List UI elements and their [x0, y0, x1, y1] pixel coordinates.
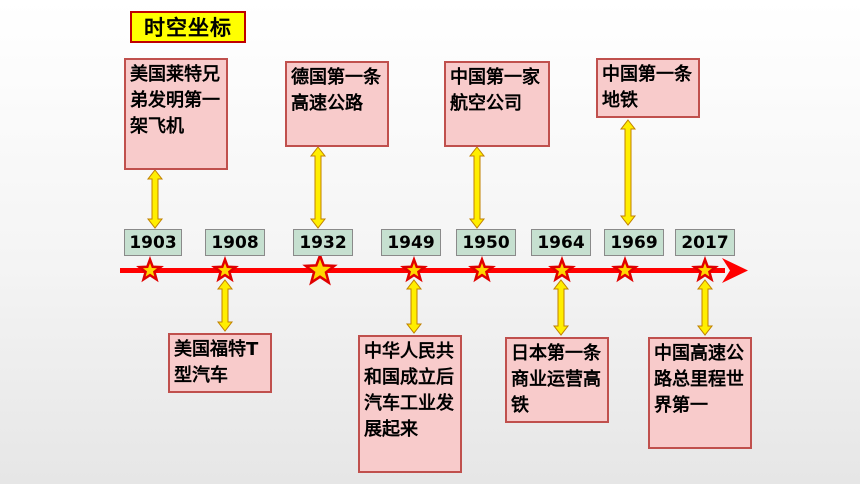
event-1950: 中国第一家航空公司	[444, 61, 550, 147]
event-1969: 中国第一条地铁	[596, 58, 700, 118]
year-label: 1949	[381, 229, 441, 256]
event-1964: 日本第一条商业运营高铁	[505, 337, 609, 423]
year-label: 1950	[456, 229, 516, 256]
year-label: 2017	[675, 229, 735, 256]
connector-arrow-1969	[619, 119, 637, 226]
year-label: 1964	[531, 229, 591, 256]
timeline-star-1908	[211, 255, 239, 283]
connector-arrow-1964	[552, 279, 570, 336]
timeline-star-1950	[468, 255, 496, 283]
year-label: 1932	[293, 229, 353, 256]
timeline-star-1949	[400, 255, 428, 283]
year-label: 1903	[124, 229, 182, 256]
timeline-arrow	[120, 258, 748, 283]
connector-arrow-1949	[405, 279, 423, 334]
connector-arrow-2017	[696, 279, 714, 336]
timeline-star-2017	[691, 255, 719, 283]
timeline-star-1903	[136, 255, 164, 283]
connector-arrow-1908	[216, 279, 234, 332]
section-title: 时空坐标	[130, 11, 246, 43]
event-1932: 德国第一条高速公路	[285, 61, 389, 147]
connector-arrow-1903	[146, 169, 164, 229]
event-1908: 美国福特T型汽车	[168, 333, 272, 393]
connector-arrow-1932	[309, 146, 327, 229]
event-2017: 中国高速公路总里程世界第一	[648, 337, 752, 449]
timeline-star-1932	[302, 251, 338, 286]
timeline-star-1969	[611, 255, 639, 283]
event-1903: 美国莱特兄弟发明第一架飞机	[124, 58, 228, 170]
timeline-star-1964	[548, 255, 576, 283]
connector-arrow-1950	[468, 146, 486, 229]
year-label: 1908	[205, 229, 265, 256]
event-1949: 中华人民共和国成立后汽车工业发展起来	[358, 335, 462, 473]
year-label: 1969	[604, 229, 664, 256]
